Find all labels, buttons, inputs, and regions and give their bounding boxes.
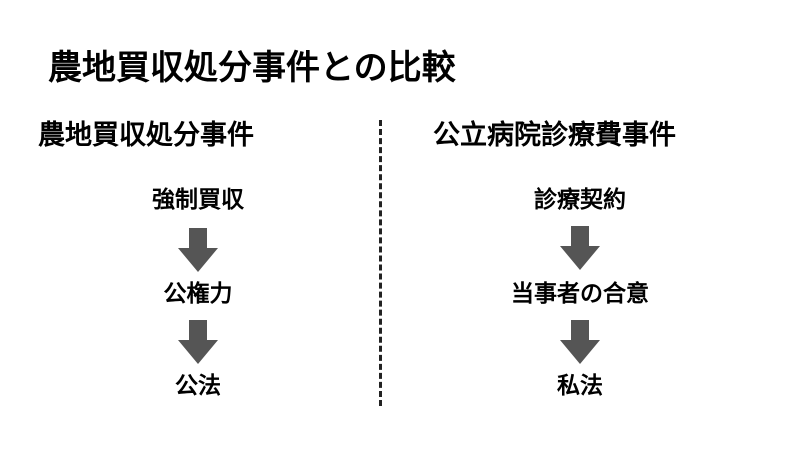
left-step-3: 公法 — [175, 373, 221, 399]
right-step-3: 私法 — [557, 373, 603, 399]
left-step-1: 強制買収 — [152, 187, 244, 213]
right-column-heading: 公立病院診療費事件 — [433, 120, 676, 151]
right-step-2: 当事者の合意 — [511, 281, 649, 307]
left-column-heading: 農地買収処分事件 — [38, 120, 254, 151]
right-step-1: 診療契約 — [534, 187, 626, 213]
down-arrow-icon — [178, 228, 218, 272]
down-arrow-icon — [178, 320, 218, 364]
down-arrow-icon — [560, 226, 600, 270]
left-step-2: 公権力 — [163, 281, 233, 307]
column-divider — [379, 120, 382, 406]
slide-title: 農地買収処分事件との比較 — [48, 48, 456, 88]
down-arrow-icon — [560, 320, 600, 364]
